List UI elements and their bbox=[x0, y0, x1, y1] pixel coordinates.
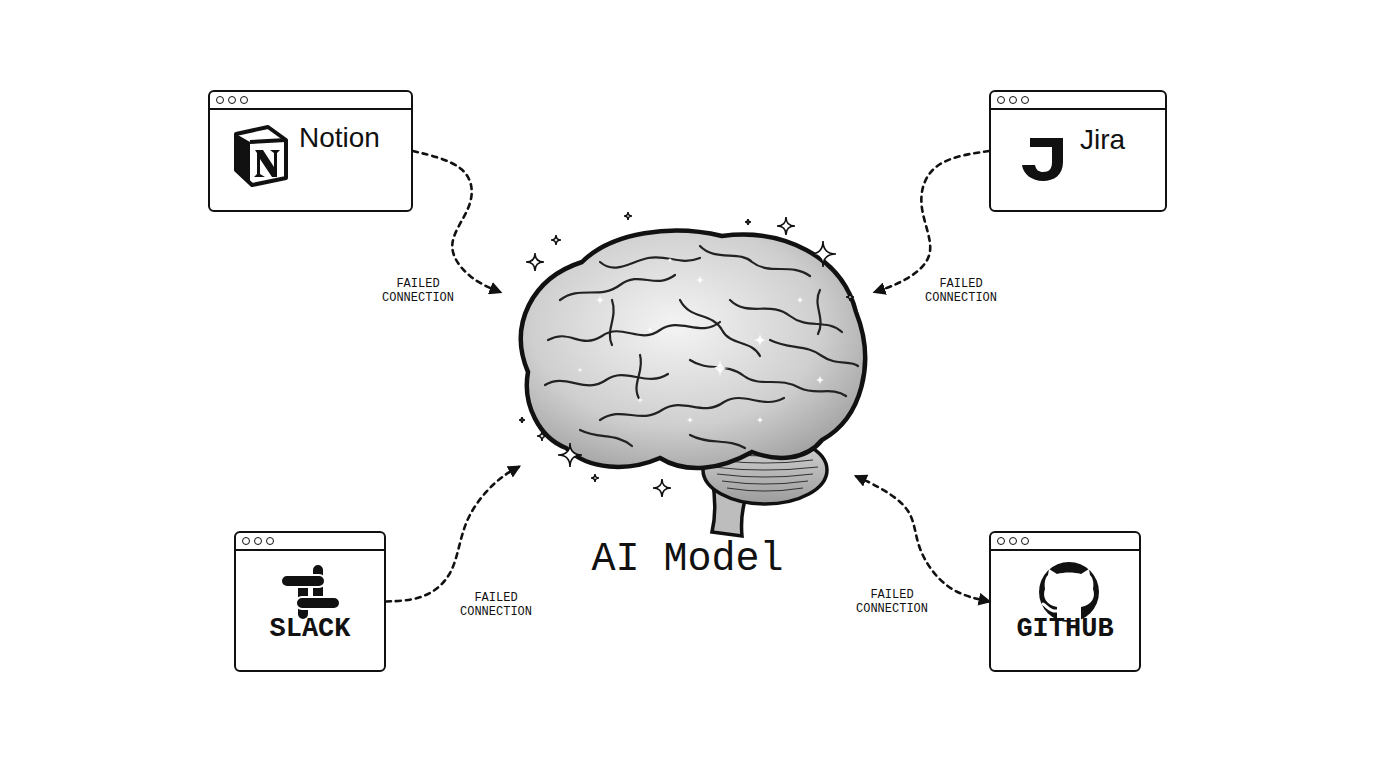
cerebellum-line bbox=[727, 488, 803, 491]
sparkle bbox=[551, 235, 561, 245]
brain-outline bbox=[521, 231, 865, 468]
app-window: SLACK bbox=[234, 531, 386, 672]
sparkle bbox=[667, 257, 673, 263]
window-dot bbox=[254, 537, 262, 545]
sparkle bbox=[577, 367, 583, 373]
sparkle bbox=[519, 417, 525, 423]
github-icon bbox=[1039, 562, 1099, 622]
sparkle bbox=[653, 479, 671, 497]
sparkle bbox=[636, 396, 644, 404]
app-name: SLACK bbox=[236, 615, 384, 645]
title-bar bbox=[236, 533, 384, 551]
app-window: Notion bbox=[208, 90, 413, 212]
sparkle bbox=[810, 241, 836, 267]
app-name: GITHUB bbox=[991, 615, 1139, 645]
window-dot bbox=[1009, 537, 1017, 545]
window-dot bbox=[228, 96, 236, 104]
title-bar bbox=[991, 533, 1139, 551]
window-dot bbox=[1009, 96, 1017, 104]
window-dot bbox=[1021, 96, 1029, 104]
cerebellum-line bbox=[712, 467, 818, 470]
sparkle bbox=[595, 295, 605, 305]
sparkles bbox=[519, 212, 854, 497]
app-name: Jira bbox=[1080, 125, 1125, 156]
sparkle bbox=[558, 443, 582, 467]
sparkle bbox=[815, 375, 825, 385]
window-dot bbox=[216, 96, 224, 104]
brain-folds bbox=[545, 246, 858, 448]
sparkle bbox=[796, 296, 804, 304]
slack-icon bbox=[281, 564, 340, 620]
sparkle bbox=[711, 359, 729, 377]
app-window: Jira bbox=[989, 90, 1167, 212]
window-dot bbox=[997, 537, 1005, 545]
sparkle bbox=[591, 474, 599, 482]
failed-connection bbox=[386, 467, 519, 602]
sparkle bbox=[646, 326, 654, 334]
cerebellum-line bbox=[717, 474, 813, 477]
sparkle bbox=[846, 293, 854, 301]
sparkle bbox=[686, 416, 694, 424]
cerebellum-line bbox=[722, 481, 808, 484]
jira-icon bbox=[1022, 138, 1063, 181]
sparkle bbox=[537, 431, 547, 441]
sparkle bbox=[526, 253, 544, 271]
title-bar bbox=[991, 92, 1165, 110]
sparkle bbox=[756, 416, 764, 424]
model-title: AI Model bbox=[500, 538, 875, 582]
ai-model-brain: AI Model bbox=[500, 222, 875, 540]
window-dot bbox=[266, 537, 274, 545]
app-name: Notion bbox=[299, 123, 380, 154]
edge-label: FAILED CONNECTION bbox=[851, 587, 933, 618]
failed-connection bbox=[875, 151, 989, 292]
notion-icon bbox=[236, 127, 286, 185]
window-dot bbox=[242, 537, 250, 545]
app-window: GITHUB bbox=[989, 531, 1141, 672]
edge-label: FAILED CONNECTION bbox=[920, 276, 1002, 307]
sparkle bbox=[777, 217, 795, 235]
sparkle bbox=[745, 219, 751, 225]
window-dot bbox=[997, 96, 1005, 104]
sparkle bbox=[624, 212, 632, 220]
sparkle bbox=[753, 333, 767, 347]
window-dot bbox=[1021, 537, 1029, 545]
sparkle bbox=[695, 275, 705, 285]
title-bar bbox=[210, 92, 411, 110]
edge-label: FAILED CONNECTION bbox=[455, 590, 537, 621]
failed-connection bbox=[856, 476, 989, 601]
edge-label: FAILED CONNECTION bbox=[377, 276, 459, 307]
window-dot bbox=[240, 96, 248, 104]
failed-connection bbox=[413, 151, 500, 292]
